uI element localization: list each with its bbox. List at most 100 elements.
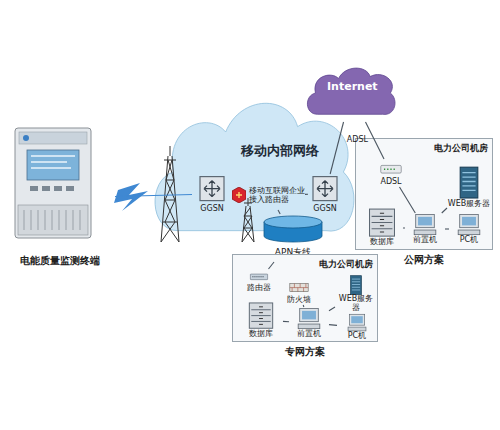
connector-line <box>445 228 449 229</box>
ggsn-arrows <box>317 181 333 197</box>
cloud-shape <box>145 92 363 252</box>
router-label: 移动互联网企业接入路由器 <box>249 186 308 204</box>
equipment-label: PC机 <box>460 236 478 245</box>
cylinder-top <box>264 216 322 228</box>
firewall-symbol <box>279 279 319 296</box>
server-symbol <box>447 165 491 200</box>
pc-monitor <box>460 215 479 228</box>
server-bays <box>462 173 475 191</box>
cloud-outline <box>155 103 354 231</box>
equipment-node: WEB服务器 <box>447 165 491 209</box>
equipment-label: 数据库 <box>370 238 394 247</box>
pc-base <box>348 327 366 331</box>
firewall-bricks <box>290 284 308 292</box>
connector-line <box>268 262 274 269</box>
connector-line <box>400 187 416 213</box>
equipment-label: 前置机 <box>297 330 321 339</box>
equipment-label: WEB服务器 <box>448 200 490 209</box>
terminal-block <box>18 205 88 235</box>
network-cloud: Internet <box>303 64 399 122</box>
terminal-button <box>42 186 50 191</box>
modem-leds <box>384 169 395 170</box>
pc-screen <box>462 217 476 226</box>
monitor-terminal <box>15 128 91 238</box>
equipment-node: 路由器 <box>239 269 279 293</box>
ggsn-box <box>313 177 337 201</box>
pc-symbol <box>449 213 489 236</box>
pc-screen <box>302 311 316 320</box>
cloud-outline <box>307 68 395 114</box>
terminal-block-slots <box>24 210 80 230</box>
connector-line <box>278 210 280 214</box>
db-drawers <box>372 216 393 228</box>
pc-monitor <box>300 309 319 322</box>
pc-monitor <box>416 215 435 228</box>
equipment-node: 前置机 <box>405 213 445 245</box>
connector-line <box>329 324 337 326</box>
tower-frame <box>161 156 179 242</box>
server-body <box>460 167 478 198</box>
room-heading: 电力公司机房 <box>434 142 488 155</box>
pc-monitor <box>349 314 364 325</box>
cloud-shape <box>303 64 399 122</box>
connector-line <box>115 195 192 197</box>
db-symbol <box>239 301 283 330</box>
equipment-label: PC机 <box>348 332 366 341</box>
connector-line <box>305 194 308 195</box>
equipment-node: GGSN <box>305 174 345 214</box>
ggsn-symbol <box>305 174 345 205</box>
tower-antenna <box>164 146 176 160</box>
server-body <box>351 276 362 295</box>
radio-tower <box>161 146 179 242</box>
terminal-button <box>66 186 74 191</box>
terminal-screen <box>27 150 79 180</box>
terminal-logo <box>23 135 29 141</box>
server-room-box: 电力公司机房专网方案路由器防火墙WEB服务器前置机PC机数据库 <box>232 254 378 342</box>
equipment-node: WEB服务器 <box>335 275 377 313</box>
equipment-label: GGSN <box>200 205 223 214</box>
server-room-box: 电力公司机房公网方案ADSLWEB服务器前置机PC机数据库 <box>355 138 493 250</box>
terminal-button <box>30 186 38 191</box>
equipment-node: 前置机 <box>289 307 329 339</box>
equipment-node: 数据库 <box>361 207 403 247</box>
hexagon-mark <box>236 192 242 198</box>
router-ports <box>252 276 263 277</box>
router-symbol <box>239 269 279 284</box>
terminal-top-strip <box>19 132 87 144</box>
ggsn-arrows <box>204 181 220 197</box>
db-handles <box>259 307 263 325</box>
ggsn-box <box>200 177 224 201</box>
hexagon-shape <box>232 187 246 203</box>
db-cabinet <box>249 303 272 328</box>
connector-line <box>366 122 385 159</box>
pc-base <box>298 324 320 329</box>
connector-line <box>329 307 335 311</box>
db-symbol <box>361 207 403 238</box>
connector-line <box>330 122 343 174</box>
server-symbol <box>335 275 377 295</box>
pc-screen <box>418 217 432 226</box>
tower-antenna <box>244 198 252 206</box>
terminal-case <box>15 128 91 238</box>
equipment-node: GGSN <box>192 174 232 214</box>
network-cloud: 移动内部网络GGSN移动互联网企业接入路由器GGSNAPN专线 <box>145 92 363 252</box>
cloud-label: 移动内部网络 <box>241 142 319 160</box>
scheme-caption: 专网方案 <box>233 345 377 359</box>
modem-symbol <box>367 159 415 178</box>
connector-line <box>303 305 305 307</box>
equipment-label: 前置机 <box>413 236 437 245</box>
equipment-label: 路由器 <box>247 284 271 293</box>
pc-symbol <box>289 307 329 330</box>
terminal-screen-lines <box>31 161 67 163</box>
db-handles <box>380 213 384 232</box>
equipment-node: 移动互联网企业接入路由器 <box>232 180 308 210</box>
terminal-button <box>54 186 62 191</box>
radio-tower <box>242 198 254 242</box>
equipment-node: 数据库 <box>239 301 283 339</box>
router-hexagon <box>232 187 246 203</box>
equipment-node: PC机 <box>449 213 489 245</box>
equipment-label: 防火墙 <box>287 296 311 305</box>
equipment-label: 数据库 <box>249 330 273 339</box>
connector-line <box>442 208 447 213</box>
